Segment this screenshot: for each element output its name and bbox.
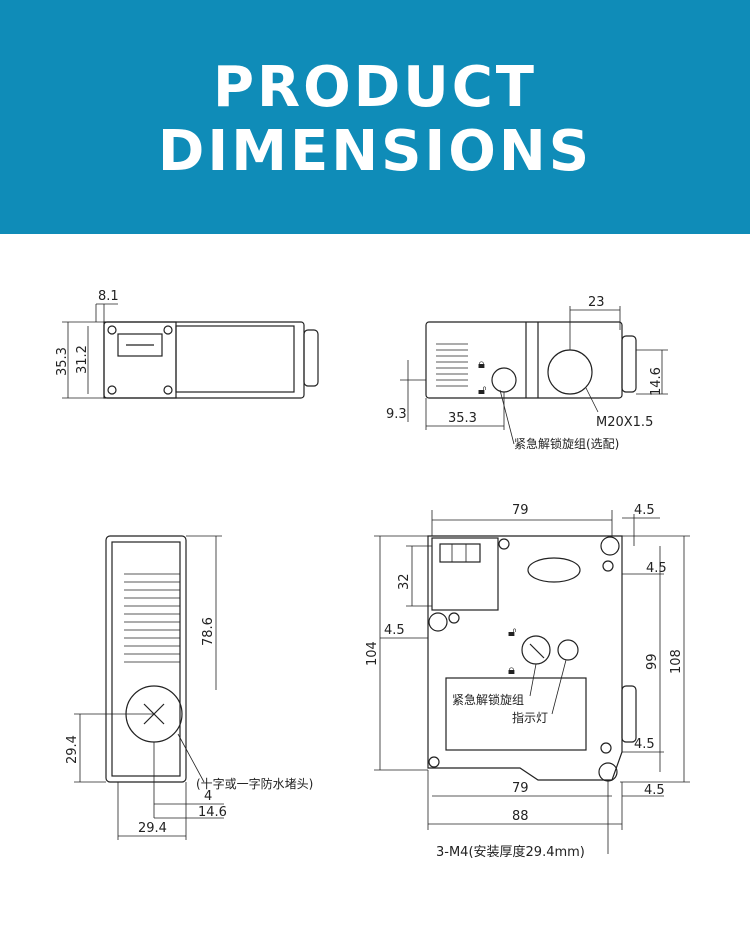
br-screw-bottom-left <box>428 756 440 768</box>
br-dim-left-height: 32 <box>397 573 412 590</box>
br-dim-outer-height: 108 <box>669 649 684 674</box>
br-dim-corner-bottom: 4.5 <box>644 783 665 798</box>
bl-dim-height: 78.6 <box>201 617 216 646</box>
br-mount-hole-left <box>428 612 448 632</box>
br-body-outline <box>427 535 623 781</box>
br-dim-total-height: 104 <box>365 641 380 666</box>
bl-dim-offset: 14.6 <box>198 805 227 820</box>
tl-window <box>117 333 163 357</box>
bl-dim-width: 29.4 <box>138 821 167 836</box>
br-dim-top: 79 <box>512 503 529 518</box>
br-lock-icon: 🔒︎ <box>508 663 515 678</box>
br-dim-hole-left: 4.5 <box>384 623 405 638</box>
header-title-line1: PRODUCT <box>212 55 538 120</box>
tl-body-outline <box>103 321 305 399</box>
lock-icon: 🔒︎ <box>478 357 485 372</box>
tr-body-outline <box>425 321 623 399</box>
br-dim-inner-height: 99 <box>645 653 660 670</box>
bl-body-outline <box>105 535 187 783</box>
br-knob-arrow <box>529 643 545 659</box>
top-right-view: 🔒︎ 🔓︎ 23 9.3 35.3 14.6 M20X1.5 紧急解锁旋组(选配… <box>386 295 668 451</box>
br-label-oval <box>527 557 581 583</box>
br-led-leader <box>551 659 567 715</box>
tl-screw-4 <box>163 385 173 395</box>
tr-unlock-leader <box>499 389 515 445</box>
bottom-left-view: 78.6 29.4 (十字或一字防水堵头) 4 14.6 29.4 <box>65 535 313 840</box>
dimension-drawing: 8.1 35.3 31.2 🔒︎ 🔓︎ 23 <box>55 289 690 860</box>
tr-unlock-knob <box>491 367 517 393</box>
br-dim-corner-right: 4.5 <box>646 561 667 576</box>
br-mount-label: 3-M4(安装厚度29.4mm) <box>436 844 585 860</box>
tr-dim-side: 14.6 <box>649 367 664 396</box>
tl-cable-gland <box>303 329 319 387</box>
br-dim-hole-lower: 4.5 <box>634 737 655 752</box>
bl-body-inner <box>111 541 181 777</box>
br-indicator-led <box>557 639 579 661</box>
bl-plug-leader <box>177 733 205 783</box>
bl-vent-slots <box>124 573 180 663</box>
br-knob-label: 紧急解锁旋组 <box>452 692 524 707</box>
top-left-view: 8.1 35.3 31.2 <box>55 289 319 399</box>
tl-screw-2 <box>163 325 173 335</box>
tl-screw-1 <box>107 325 117 335</box>
br-screw-right <box>600 742 612 754</box>
bl-dim-plug-height: 29.4 <box>65 735 80 764</box>
br-terminal-window <box>439 543 481 563</box>
tr-dim-base: 35.3 <box>448 411 477 426</box>
br-nameplate <box>445 677 587 751</box>
br-unlock-icon: 🔓︎ <box>508 625 516 640</box>
tr-vent-slots <box>436 343 468 387</box>
br-dim-bottom-inner: 79 <box>512 781 529 796</box>
tl-body-panel <box>175 325 295 393</box>
tl-dim-outer: 35.3 <box>55 347 70 376</box>
tr-cable-gland <box>621 335 637 393</box>
br-terminal-block <box>431 537 499 611</box>
br-mount-hole-top <box>600 536 620 556</box>
br-led-label: 指示灯 <box>512 710 548 725</box>
br-knob-leader <box>529 663 537 697</box>
tl-screw-3 <box>107 385 117 395</box>
br-screw-left <box>448 612 460 624</box>
header-banner: PRODUCT DIMENSIONS <box>0 0 750 234</box>
bottom-right-view: 🔓︎ 🔒︎ 79 4.5 4.5 32 4.5 104 99 <box>365 503 690 860</box>
tl-dim-top: 8.1 <box>98 289 119 304</box>
tr-dim-width: 23 <box>588 295 605 310</box>
unlock-icon: 🔓︎ <box>478 383 486 398</box>
bl-dim-small: 4 <box>204 789 212 804</box>
tr-unlock-label: 紧急解锁旋组(选配) <box>514 436 619 451</box>
header-title-line2: DIMENSIONS <box>157 119 593 184</box>
br-dim-total-width: 88 <box>512 809 529 824</box>
br-dim-corner-top: 4.5 <box>634 503 655 518</box>
tr-thread-leader <box>585 387 599 413</box>
tr-thread-label: M20X1.5 <box>596 415 653 430</box>
br-cable-gland <box>621 685 637 743</box>
br-screw-top-right <box>602 560 614 572</box>
br-screw-top-left <box>498 538 510 550</box>
tr-thread-hole <box>547 349 593 395</box>
tr-dim-offset: 9.3 <box>386 407 407 422</box>
tl-dim-inner: 31.2 <box>75 345 90 374</box>
bl-plug-label: (十字或一字防水堵头) <box>196 776 313 791</box>
